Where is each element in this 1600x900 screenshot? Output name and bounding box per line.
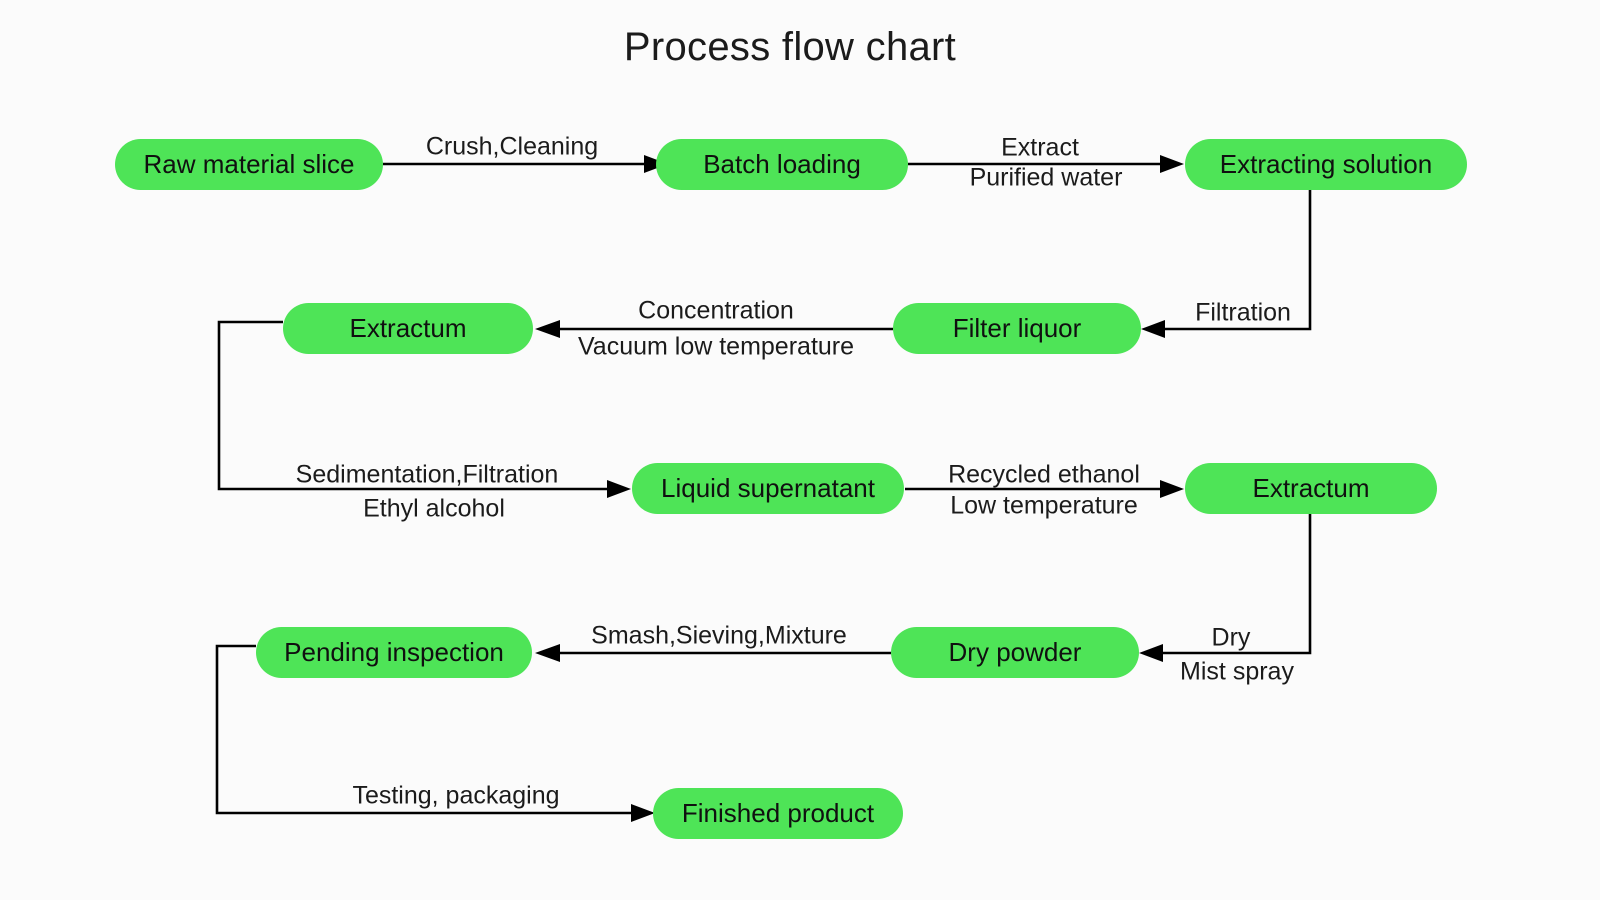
- edge-testing-packaging: Testing, packaging: [215, 644, 655, 822]
- node-label: Batch loading: [703, 149, 861, 179]
- node-shape: [256, 627, 532, 678]
- node-batch-loading[interactable]: Batch loading: [656, 139, 908, 190]
- edge-extract-purified-water: Extract Purified water: [908, 134, 1184, 192]
- edge-label-concentration: Concentration: [638, 297, 794, 325]
- node-shape: [653, 788, 903, 839]
- arrowhead-icon: [535, 320, 560, 338]
- node-shape: [115, 139, 383, 190]
- node-shape: [1185, 139, 1467, 190]
- edge-label-low-temperature: Low temperature: [950, 492, 1138, 520]
- node-shape: [1185, 463, 1437, 514]
- node-label: Dry powder: [949, 637, 1082, 667]
- node-filter-liquor[interactable]: Filter liquor: [893, 303, 1141, 354]
- node-label: Extractum: [1252, 473, 1369, 503]
- edge-label-mist-spray: Mist spray: [1180, 658, 1294, 686]
- node-label: Finished product: [682, 798, 875, 828]
- node-shape: [893, 303, 1141, 354]
- edge-recycled-ethanol: Recycled ethanol Low temperature: [905, 461, 1184, 520]
- arrowhead-icon: [1141, 320, 1165, 338]
- node-extractum-1[interactable]: Extractum: [283, 303, 533, 354]
- arrowhead-icon: [607, 480, 631, 498]
- node-liquid-supernatant[interactable]: Liquid supernatant: [632, 463, 904, 514]
- edge-dry-mist-spray: Dry Mist spray: [1139, 514, 1312, 686]
- node-shape: [632, 463, 904, 514]
- edge-smash-sieving-mixture: Smash,Sieving,Mixture: [535, 622, 891, 662]
- node-label: Filter liquor: [953, 313, 1082, 343]
- arrowhead-icon: [1139, 644, 1163, 662]
- node-raw-material-slice[interactable]: Raw material slice: [115, 139, 383, 190]
- node-shape: [891, 627, 1139, 678]
- node-shape: [283, 303, 533, 354]
- edge-label-vacuum-low-temperature: Vacuum low temperature: [578, 333, 854, 361]
- edge-line: [1165, 190, 1312, 331]
- node-label: Pending inspection: [284, 637, 504, 667]
- node-finished-product[interactable]: Finished product: [653, 788, 903, 839]
- edge-line: [1163, 514, 1312, 655]
- arrowhead-icon: [631, 804, 655, 822]
- node-pending-inspection[interactable]: Pending inspection: [256, 627, 532, 678]
- edge-label-purified-water: Purified water: [970, 164, 1123, 192]
- arrowhead-icon: [1160, 155, 1184, 173]
- arrowhead-icon: [1160, 480, 1184, 498]
- edge-label-filtration: Filtration: [1195, 299, 1291, 327]
- edge-label-sedimentation-filtration: Sedimentation,Filtration: [296, 461, 559, 489]
- edge-line: [215, 644, 631, 815]
- node-extractum-2[interactable]: Extractum: [1185, 463, 1437, 514]
- edge-crush-cleaning: Crush,Cleaning: [383, 133, 668, 173]
- edge-label-testing-packaging: Testing, packaging: [352, 782, 559, 810]
- edge-label-dry: Dry: [1212, 624, 1251, 652]
- node-dry-powder[interactable]: Dry powder: [891, 627, 1139, 678]
- edge-filtration: Filtration: [1141, 190, 1312, 338]
- node-shape: [656, 139, 908, 190]
- edge-concentration: Concentration Vacuum low temperature: [535, 297, 893, 361]
- edge-label-recycled-ethanol: Recycled ethanol: [948, 461, 1140, 489]
- arrowhead-icon: [535, 644, 560, 662]
- node-label: Liquid supernatant: [661, 473, 876, 503]
- edge-label-smash-sieving-mixture: Smash,Sieving,Mixture: [591, 622, 847, 650]
- node-label: Extracting solution: [1220, 149, 1432, 179]
- edge-sedimentation-filtration: Sedimentation,Filtration Ethyl alcohol: [217, 320, 631, 523]
- edge-line: [217, 320, 607, 491]
- edge-label-extract: Extract: [1001, 134, 1079, 162]
- node-label: Extractum: [349, 313, 466, 343]
- page-title: Process flow chart: [624, 25, 956, 69]
- arrowhead-icon: [644, 155, 668, 173]
- edge-label-ethyl-alcohol: Ethyl alcohol: [363, 495, 505, 523]
- node-label: Raw material slice: [144, 149, 355, 179]
- edge-label-crush-cleaning: Crush,Cleaning: [426, 133, 598, 161]
- node-extracting-solution[interactable]: Extracting solution: [1185, 139, 1467, 190]
